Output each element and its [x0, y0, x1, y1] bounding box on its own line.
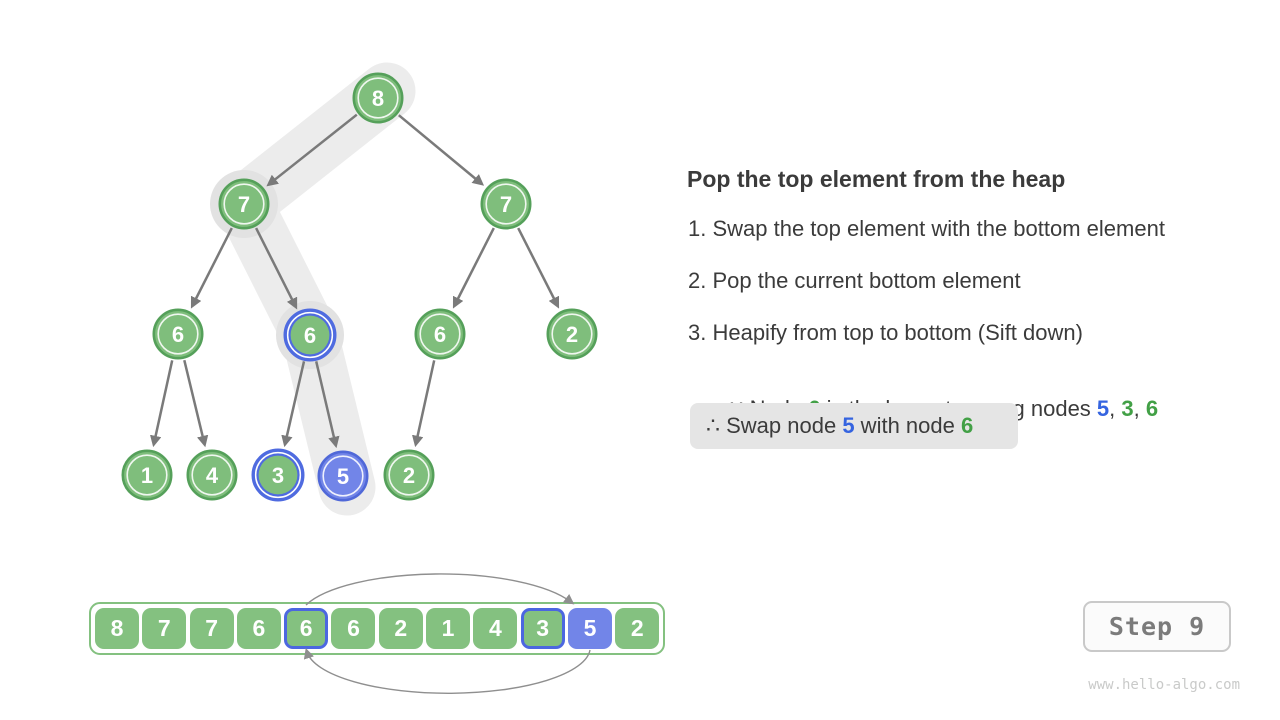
- node-value: 2: [566, 322, 578, 347]
- tree-edge: [266, 113, 358, 187]
- swap-arc-top: [305, 573, 575, 606]
- node-inner-ring: [485, 183, 527, 225]
- node-inner-ring: [223, 183, 265, 225]
- therefore-text: with node: [854, 413, 961, 438]
- node-inner-ring: [126, 454, 168, 496]
- swap-arc-bottom: [303, 648, 591, 694]
- tree-node: 7: [218, 178, 270, 230]
- node-circle: [317, 450, 369, 502]
- array-cell: 4: [473, 608, 518, 649]
- node-circle: [480, 178, 532, 230]
- array-cell: 1: [426, 608, 471, 649]
- tree-node-current: 5: [317, 450, 369, 502]
- tree-node: 2: [383, 449, 435, 501]
- node-ref-green: 3: [1121, 396, 1134, 421]
- node-circle: [218, 178, 270, 230]
- array-cell: 2: [615, 608, 660, 649]
- tree-node: 2: [546, 308, 598, 360]
- tree-node-root: 8: [352, 72, 404, 124]
- therefore-text: ∴ Swap node: [706, 413, 843, 438]
- heap-array: 8 7 7 6 6 6 2 1 4 3 5 2: [89, 602, 666, 655]
- node-circle: [352, 72, 404, 124]
- step-description-3: 3. Heapify from top to bottom (Sift down…: [688, 320, 1083, 345]
- tree-edge: [190, 227, 233, 309]
- node-value: 2: [403, 463, 415, 488]
- node-circle: [152, 308, 204, 360]
- node-circle: [290, 315, 330, 355]
- step-description-1: 1. Swap the top element with the bottom …: [688, 216, 1165, 241]
- tree-edge: [517, 227, 560, 309]
- array-cell: 8: [95, 608, 139, 649]
- node-value: 6: [172, 322, 184, 347]
- node-value: 6: [434, 322, 446, 347]
- node-circle: [186, 449, 238, 501]
- therefore-note: ∴ Swap node 5 with node 6: [690, 403, 1018, 449]
- node-value: 1: [141, 463, 153, 488]
- tree-edge: [452, 227, 495, 309]
- node-circle: [383, 449, 435, 501]
- tree-node: 6: [414, 308, 466, 360]
- array-cell: 2: [378, 608, 423, 649]
- array-cell: 7: [142, 608, 187, 649]
- watermark-url: www.hello-algo.com: [1088, 677, 1240, 693]
- array-cell: 7: [189, 608, 234, 649]
- node-value: 3: [272, 463, 284, 488]
- node-inner-ring: [322, 455, 364, 497]
- tree-node: 6: [152, 308, 204, 360]
- node-ref-blue: 5: [1096, 396, 1110, 421]
- node-value: 8: [372, 86, 384, 111]
- array-cell-current: 5: [567, 608, 612, 649]
- node-inner-ring: [551, 313, 593, 355]
- panel-title: Pop the top element from the heap: [687, 166, 1066, 192]
- node-value: 5: [337, 464, 349, 489]
- tree-node: 4: [186, 449, 238, 501]
- tree-node-compare: 3: [251, 448, 305, 502]
- step-description-2: 2. Pop the current bottom element: [688, 268, 1021, 293]
- tree-edge: [150, 360, 174, 448]
- tree-edges: [150, 113, 560, 449]
- array-cell-swap-target: 6: [284, 608, 329, 649]
- tree-edge: [314, 361, 340, 449]
- tree-edge: [412, 360, 436, 448]
- array-cell: 6: [331, 608, 376, 649]
- because-text: ,: [1133, 396, 1146, 421]
- tree-edge: [183, 359, 209, 448]
- node-value: 6: [304, 323, 316, 348]
- node-inner-ring: [157, 313, 199, 355]
- tree-node: 7: [480, 178, 532, 230]
- node-ref-green: 6: [1145, 396, 1159, 421]
- tree-edge: [281, 361, 306, 448]
- node-circle: [121, 449, 173, 501]
- tree-edge: [254, 227, 298, 310]
- tree-edge: [398, 114, 485, 186]
- node-value: 7: [238, 192, 250, 217]
- node-ref-green: 6: [960, 413, 974, 438]
- node-circle: [546, 308, 598, 360]
- step-indicator: Step 9: [1083, 601, 1231, 652]
- array-cell-compare: 3: [520, 608, 565, 649]
- node-inner-ring: [191, 454, 233, 496]
- node-value: 4: [206, 463, 219, 488]
- tree-node: 1: [121, 449, 173, 501]
- node-ref-blue: 5: [842, 413, 855, 438]
- node-circle: [414, 308, 466, 360]
- node-inner-ring: [419, 313, 461, 355]
- node-circle: [258, 455, 298, 495]
- node-inner-ring: [388, 454, 430, 496]
- node-value: 7: [500, 192, 512, 217]
- because-text: ,: [1109, 396, 1122, 421]
- tree-node-compare-largest: 6: [283, 308, 337, 362]
- array-cell: 6: [236, 608, 281, 649]
- node-inner-ring: [357, 77, 399, 119]
